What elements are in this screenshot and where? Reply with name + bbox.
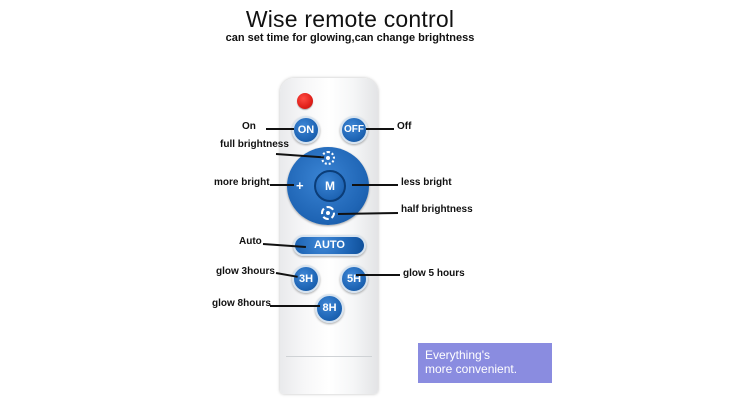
note-line-2: more convenient. — [425, 362, 518, 376]
3h-button[interactable]: 3H — [292, 265, 320, 293]
page-title: Wise remote control — [245, 6, 455, 32]
pointer-line — [270, 305, 320, 307]
label-glow-8: glow 8hours — [212, 298, 271, 309]
pointer-line — [270, 184, 294, 186]
label-off: Off — [397, 121, 412, 132]
pointer-line — [352, 184, 398, 186]
label-less-bright: less bright — [401, 177, 452, 188]
label-on: On — [242, 121, 256, 132]
remote-divider — [286, 356, 372, 357]
pointer-line — [356, 274, 400, 276]
8h-button[interactable]: 8H — [315, 294, 344, 323]
sun-half-icon[interactable] — [321, 206, 335, 220]
info-note: Everything's more convenient. — [418, 343, 552, 383]
pointer-line — [266, 128, 294, 130]
plus-button[interactable]: + — [296, 178, 304, 193]
label-glow-5: glow 5 hours — [403, 268, 465, 279]
label-half-brightness: half brightness — [401, 204, 473, 215]
label-auto: Auto — [239, 236, 262, 247]
off-button[interactable]: OFF — [340, 116, 368, 144]
page-subtitle: can set time for glowing,can change brig… — [225, 32, 475, 44]
pointer-line — [366, 128, 394, 130]
label-glow-3: glow 3hours — [216, 266, 275, 277]
mode-button[interactable]: M — [314, 170, 346, 202]
auto-button[interactable]: AUTO — [293, 235, 366, 256]
label-more-bright: more bright — [214, 177, 270, 188]
power-dot-icon[interactable] — [297, 93, 313, 109]
on-button[interactable]: ON — [292, 116, 320, 144]
label-full-brightness: full brightness — [220, 139, 289, 150]
5h-button[interactable]: 5H — [340, 265, 368, 293]
note-line-1: Everything's — [425, 348, 490, 362]
